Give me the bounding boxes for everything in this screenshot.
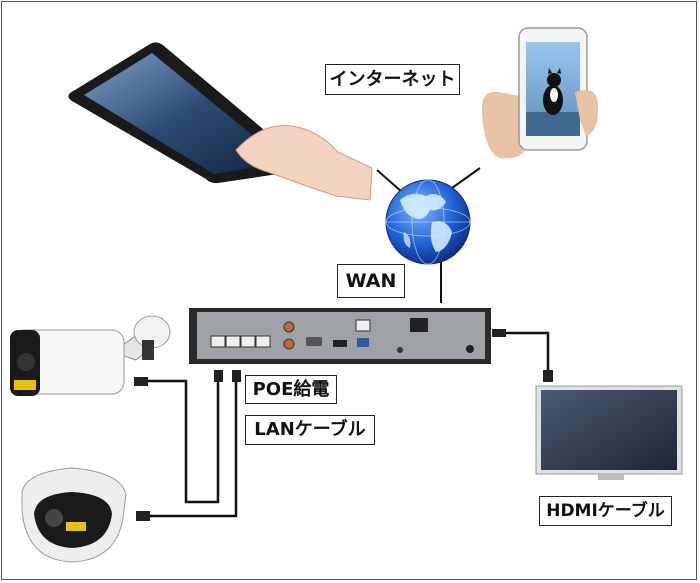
poe-label: POE給電 [245, 375, 337, 404]
phone-link-line [451, 167, 481, 189]
lan-plugs [134, 370, 241, 521]
dome-camera-icon [21, 467, 127, 563]
hdmi-cable [492, 329, 553, 382]
lan-cables [146, 378, 238, 518]
monitor-icon [535, 385, 683, 480]
internet-label: インターネット [325, 64, 460, 95]
nvr-recorder [189, 308, 491, 364]
hdmi-cable-label: HDMIケーブル [539, 496, 672, 526]
tablet-link-line [376, 169, 403, 193]
lan-cable-label: LANケーブル [245, 415, 375, 445]
globe-icon [385, 179, 471, 265]
bullet-camera-icon [10, 315, 171, 396]
tablet-icon [68, 42, 373, 201]
wan-label: WAN [337, 264, 405, 298]
smartphone-icon [481, 27, 599, 159]
